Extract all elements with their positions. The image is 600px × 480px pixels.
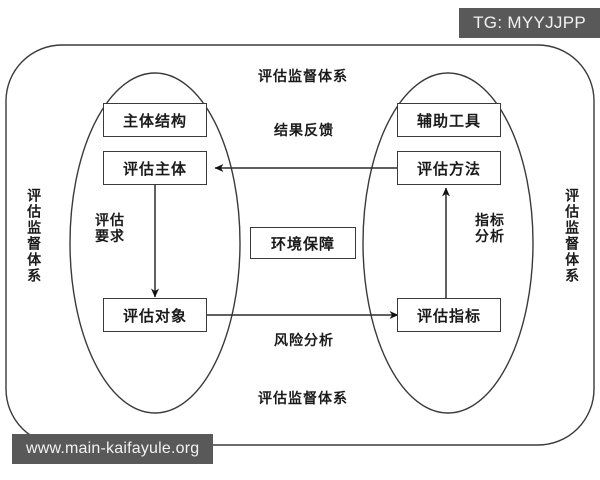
box-evaluation-subject[interactable]: 评估主体 [103, 151, 207, 185]
label-right-system: 评估监督体系 [563, 188, 579, 284]
label-index-analysis: 指标 分析 [475, 214, 505, 246]
box-evaluation-object[interactable]: 评估对象 [103, 298, 207, 332]
box-evaluation-method[interactable]: 评估方法 [397, 151, 501, 185]
tg-watermark: TG: MYYJJPP [459, 8, 600, 38]
label-risk-analysis: 风险分析 [274, 334, 334, 349]
box-subject-structure[interactable]: 主体结构 [103, 103, 207, 137]
box-auxiliary-tools[interactable]: 辅助工具 [397, 103, 501, 137]
label-bottom-system: 评估监督体系 [258, 392, 348, 407]
label-left-system: 评估监督体系 [25, 188, 41, 284]
label-result-feedback: 结果反馈 [274, 124, 334, 139]
right-ellipse [362, 72, 534, 414]
left-ellipse [69, 72, 241, 414]
box-environment-guarantee[interactable]: 环境保障 [250, 227, 356, 259]
box-evaluation-index[interactable]: 评估指标 [397, 298, 501, 332]
site-watermark: www.main-kaifayule.org [12, 434, 214, 464]
label-evaluation-requirement: 评估 要求 [95, 214, 125, 246]
label-top-system: 评估监督体系 [258, 70, 348, 85]
